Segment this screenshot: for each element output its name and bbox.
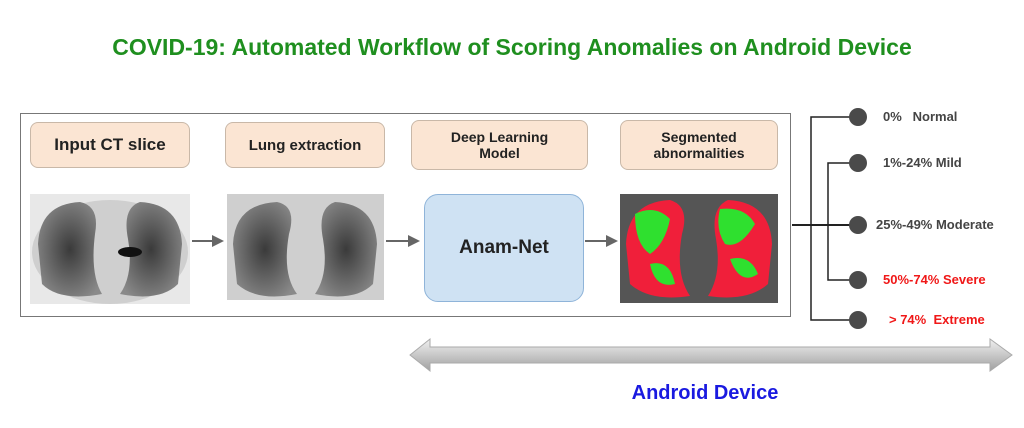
category-extreme: > 74% Extreme	[889, 312, 985, 327]
category-severe: 50%-74% Severe	[883, 272, 986, 287]
diagram-title: COVID-19: Automated Workflow of Scoring …	[112, 34, 912, 60]
step-label-input-ct: Input CT slice	[30, 122, 190, 168]
category-mild: 1%-24% Mild	[883, 155, 962, 170]
step-label-lung-extraction: Lung extraction	[225, 122, 385, 168]
lung-extraction-image	[227, 194, 384, 300]
step-label-segmented: Segmented abnormalities	[620, 120, 778, 170]
category-moderate: 25%-49% Moderate	[876, 217, 994, 232]
segmented-abnormalities-image	[620, 194, 778, 303]
anam-net-model-box: Anam-Net	[424, 194, 584, 302]
ct-slice-image	[30, 194, 190, 304]
step-label-deep-learning: Deep Learning Model	[411, 120, 588, 170]
android-device-label: Android Device	[631, 382, 779, 404]
category-normal: 0% Normal	[883, 109, 958, 124]
workflow-frame	[20, 113, 791, 317]
